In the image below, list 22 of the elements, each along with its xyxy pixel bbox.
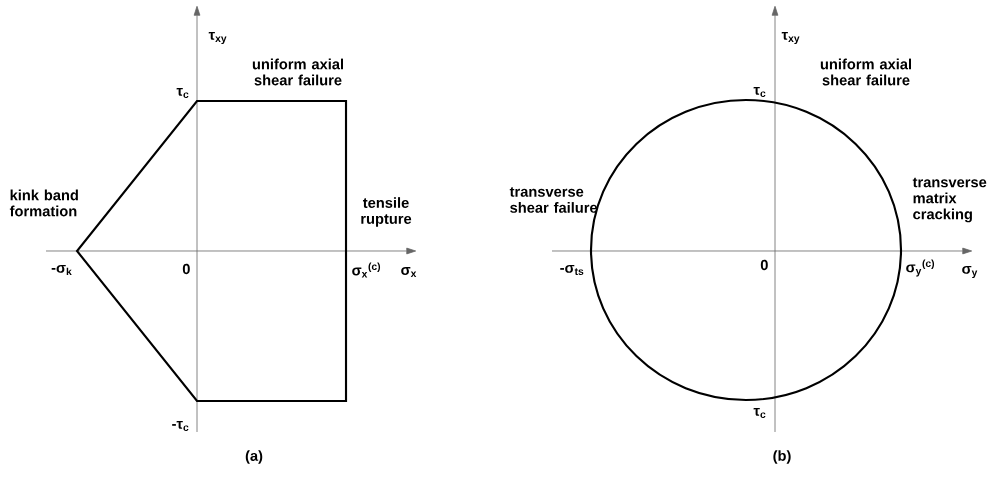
panel-caption: (b) (773, 450, 791, 464)
failure-mode-label: uniform axial shear failure (820, 58, 911, 86)
axis-label: σ$_{y}$ (962, 265, 978, 279)
failure-mode-label: transverse shear failure (509, 187, 598, 213)
tick-label: -σ$_{ts}$ (560, 265, 584, 275)
failure-mode-label: uniform axial shear failure (252, 58, 343, 86)
tick-label: σ$_{x}$(c) (352, 262, 381, 278)
axis-label: τ$_{xy}$ (208, 31, 227, 45)
tick-label: -τ$_{c}$ (172, 421, 189, 431)
axis-label: σ$_{x}$ (401, 267, 417, 277)
tick-label: σ$_{y}$(c) (906, 259, 935, 277)
tick-label: τ$_{c}$ (753, 408, 766, 418)
failure-mode-label: tensile rupture (361, 197, 412, 227)
failure-mode-label: transverse matrix cracking (912, 177, 987, 223)
tick-label: 0 (182, 263, 190, 275)
tick-label: 0 (760, 259, 768, 271)
axis-label: τ$_{xy}$ (781, 31, 800, 45)
tick-label: τ$_{c}$ (176, 88, 189, 98)
tick-label: -σ$_{k}$ (51, 264, 72, 276)
tick-label: τ$_{c}$ (753, 87, 766, 97)
failure-mode-label: kink band formation (9, 189, 78, 217)
panel-caption: (a) (245, 450, 263, 464)
